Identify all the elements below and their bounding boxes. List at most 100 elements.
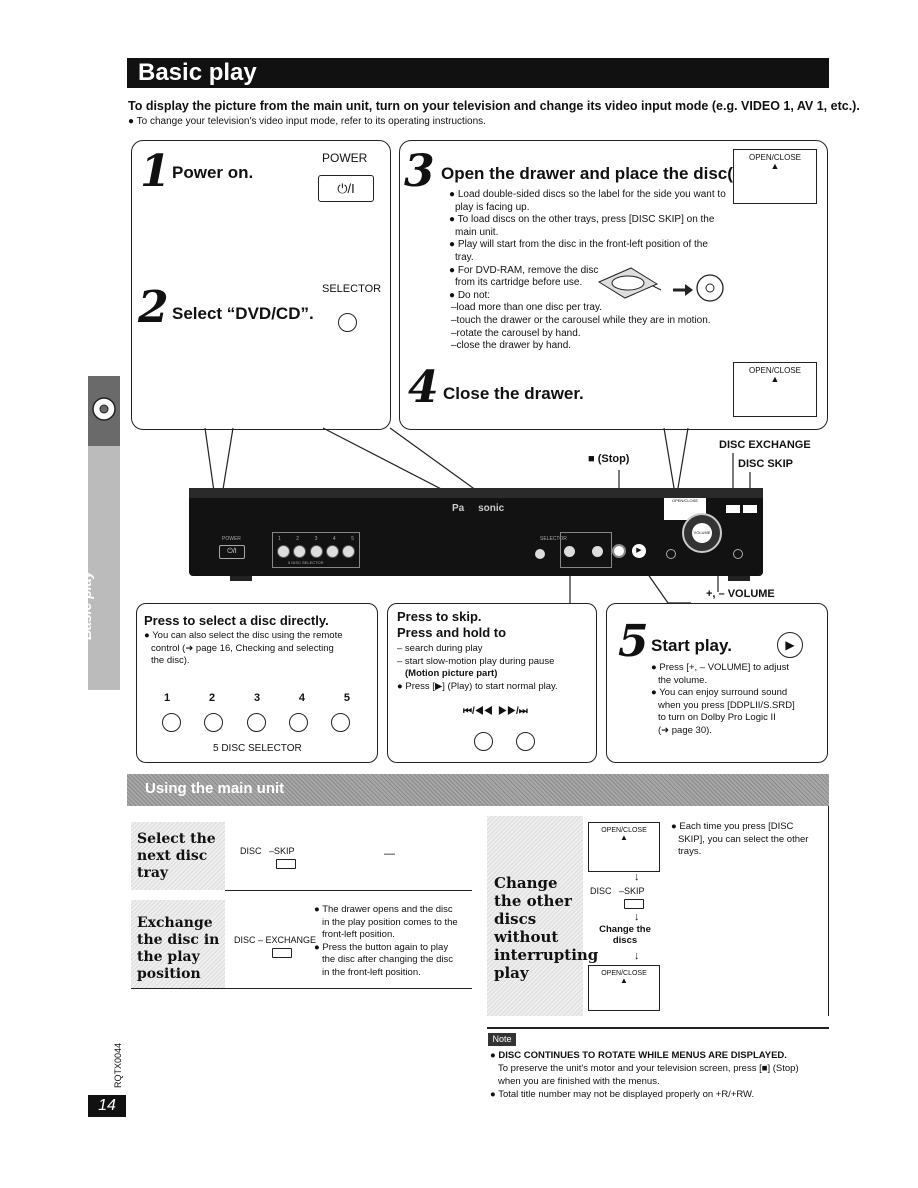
step-2-title: Select “DVD/CD”. xyxy=(172,304,314,323)
disc-exchange-button[interactable] xyxy=(272,948,292,958)
play-button[interactable]: ▶ xyxy=(777,632,803,658)
eject-icon: ▲ xyxy=(770,374,780,384)
step-3-line: –load more than one disc per tray. xyxy=(451,302,603,314)
step-4-title: Close the drawer. xyxy=(443,384,584,403)
unit-disc-number: 1 xyxy=(278,536,281,542)
section-title: Using the main unit xyxy=(145,780,285,797)
open-close-label: OPEN/CLOSE xyxy=(748,153,801,162)
unit-disc-number: 2 xyxy=(296,536,300,542)
unit-skip-frame xyxy=(560,532,612,568)
note-line: ● DISC CONTINUES TO ROTATE WHILE MENUS A… xyxy=(490,1050,787,1061)
skip-line: ● Press [▶] (Play) to start normal play. xyxy=(397,680,558,692)
disc-3-button[interactable] xyxy=(246,713,266,732)
unit-top-edge xyxy=(189,488,763,498)
change-open-close-panel-2[interactable]: OPEN/CLOSE ▲ xyxy=(588,965,660,1011)
note-line: when you are finished with the menus. xyxy=(498,1076,660,1087)
eject-icon: ▲ xyxy=(620,833,628,842)
skip-line: – search during play xyxy=(397,643,483,654)
unit-skip-forward-button[interactable] xyxy=(592,546,603,557)
unit-foot xyxy=(230,576,252,581)
unit-volume-knob[interactable]: VOLUME xyxy=(692,523,712,543)
exchange-line: the disc after changing the disc xyxy=(322,954,453,966)
unit-power-button[interactable]: ⏻/I xyxy=(219,545,245,559)
unit-disc-button[interactable] xyxy=(325,545,339,558)
open-close-panel-1[interactable]: OPEN/CLOSE ▲ xyxy=(733,149,817,204)
disc-number: 1 xyxy=(164,692,171,704)
disc-exchange-label: DISC – EXCHANGE xyxy=(234,935,317,945)
power-label: POWER xyxy=(322,151,368,165)
change-discs-text: Change the discs xyxy=(599,924,651,946)
step-3-line: –touch the drawer or the carousel while … xyxy=(451,314,711,326)
change-disc-skip-label: DISC –SKIP xyxy=(590,886,645,896)
step-1-title: Power on. xyxy=(172,163,254,182)
disc-number: 2 xyxy=(208,692,216,704)
exchange-label-block xyxy=(131,900,225,988)
unit-disc-button[interactable] xyxy=(342,545,355,558)
skip-title: Press to skip. xyxy=(397,609,482,624)
select-tray-label-block xyxy=(131,822,225,890)
unit-disc-skip-button[interactable] xyxy=(743,505,757,513)
unit-play-button[interactable]: ▶ xyxy=(632,544,646,558)
open-close-label: OPEN/CLOSE xyxy=(601,827,647,834)
open-close-panel-2[interactable]: OPEN/CLOSE ▲ xyxy=(733,362,817,417)
unit-disc-number: 3 xyxy=(314,536,318,542)
disc-number: 4 xyxy=(298,692,306,704)
unit-disc-button[interactable] xyxy=(293,545,307,558)
step-5-number: 5 xyxy=(618,616,649,667)
selector-button[interactable] xyxy=(338,313,357,332)
note-line: ● Total title number may not be displaye… xyxy=(490,1089,755,1100)
change-disc-skip-button[interactable] xyxy=(624,899,644,909)
disc-skip-button[interactable] xyxy=(276,859,296,869)
step-3-line: play is facing up. xyxy=(455,201,530,213)
direct-select-title: Press to select a disc directly. xyxy=(144,613,329,628)
page-number: 14 xyxy=(88,1095,126,1117)
step-3-line: main unit. xyxy=(455,226,499,238)
skip-line: (Motion picture part) xyxy=(405,668,498,680)
unit-disc-exchange-button[interactable] xyxy=(726,505,740,513)
unit-disc-button[interactable] xyxy=(277,545,290,558)
exchange-line: front-left position. xyxy=(322,929,395,941)
unit-stop-button[interactable] xyxy=(612,544,626,558)
change-open-close-panel-1[interactable]: OPEN/CLOSE ▲ xyxy=(588,822,660,872)
skip-forward-button[interactable] xyxy=(516,732,535,751)
step-5-title: Start play. xyxy=(651,636,732,655)
skip-line: – start slow-motion play during pause xyxy=(397,655,555,667)
page-title: Basic play xyxy=(138,59,257,86)
unit-disc-number: 4 xyxy=(332,536,336,542)
step-5-line: ● You can enjoy surround sound xyxy=(651,687,788,699)
direct-select-line: control (➜ page 16, Checking and selecti… xyxy=(151,642,334,654)
disc-4-button[interactable] xyxy=(288,713,308,732)
disc-5-button[interactable] xyxy=(331,713,350,732)
direct-select-line: ● You can also select the disc using the… xyxy=(144,630,343,641)
change-discs-label-block xyxy=(487,816,583,1016)
unit-disc-number: 5 xyxy=(351,536,354,542)
step-5-line: to turn on Dolby Pro Logic II xyxy=(658,712,776,724)
disc-button-row xyxy=(162,713,350,732)
unit-foot xyxy=(728,576,750,581)
step-3-line: ● For DVD-RAM, remove the disc xyxy=(449,264,599,276)
step-3-line: from its cartridge before use. xyxy=(455,277,583,289)
unit-skip-back-button[interactable] xyxy=(564,546,575,557)
exchange-line: in the front-left position. xyxy=(322,966,421,978)
open-close-label: OPEN/CLOSE xyxy=(748,366,801,375)
title-bar xyxy=(127,58,829,88)
unit-disc-button[interactable] xyxy=(309,545,323,558)
direct-select-text: ● You can also select the disc using the… xyxy=(144,630,343,668)
unit-disc-numbers: 1 2 3 4 5 xyxy=(278,536,354,542)
step-3-line: –close the drawer by hand. xyxy=(451,340,572,352)
disc-number-row: 1 2 3 4 5 xyxy=(164,692,350,704)
disc-cartridge-illustration xyxy=(597,267,724,302)
step-5-line: when you press [DDPLII/S.SRD] xyxy=(658,699,795,711)
down-arrow-icon: ↓ xyxy=(634,871,640,883)
disc-2-button[interactable] xyxy=(204,713,224,732)
disc-number: 3 xyxy=(253,692,261,704)
disc-1-button[interactable] xyxy=(162,713,181,732)
unit-selector-button[interactable] xyxy=(535,549,545,559)
power-button[interactable]: ⏻/I xyxy=(318,175,374,202)
unit-disc-buttons xyxy=(277,545,355,558)
step-3-title: Open the drawer and place the disc(s). xyxy=(441,164,753,183)
step-3-line: ● To load discs on the other trays, pres… xyxy=(449,214,715,226)
disc-selector-caption: 5 DISC SELECTOR xyxy=(213,743,302,754)
skip-back-button[interactable] xyxy=(474,732,493,751)
disc-skip-label: DISC –SKIP xyxy=(240,846,295,856)
